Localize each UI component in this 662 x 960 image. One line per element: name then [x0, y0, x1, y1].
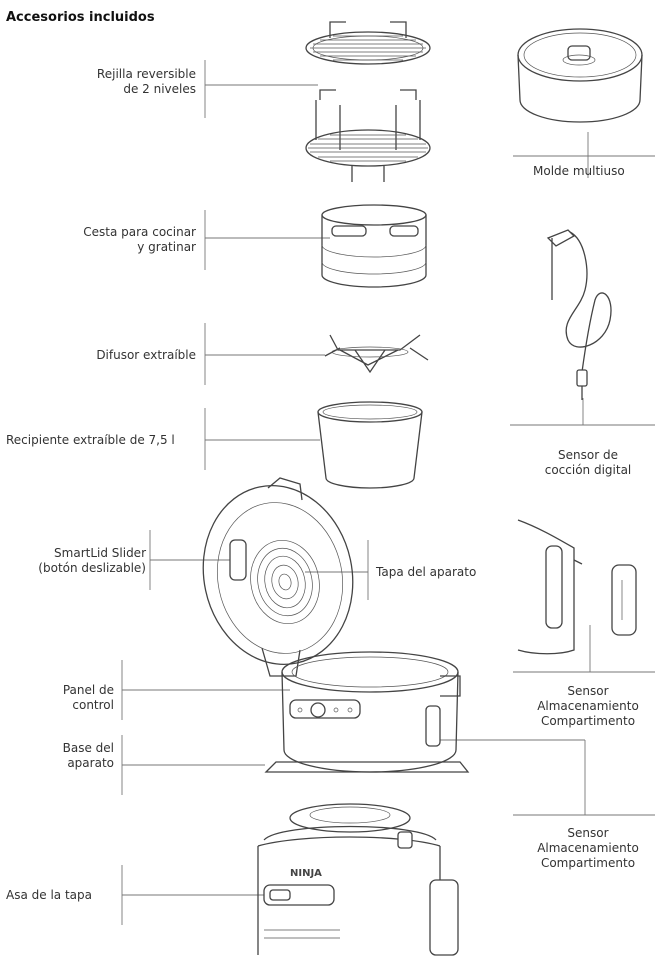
label-lid: Tapa del aparato — [376, 565, 477, 579]
section-title: Accesorios incluidos — [6, 10, 155, 25]
label-smartlid-slider: SmartLid Slider (botón deslizable) — [38, 546, 146, 575]
appliance-open-lid-illustration — [202, 477, 470, 773]
label-basket: Cesta para cocinar y gratinar — [83, 225, 196, 254]
label-control-panel: Panel de control — [62, 683, 114, 712]
reversible-rack-illustration — [305, 21, 431, 182]
label-removable-pot: Recipiente extraíble de 7,5 l — [6, 433, 175, 447]
label-reversible-rack: Rejilla reversible de 2 niveles — [96, 67, 196, 96]
storage-compartment-detail-illustration — [517, 519, 637, 655]
label-digital-probe: Sensor de cocción digital — [544, 448, 632, 477]
label-base: Base del aparato — [62, 741, 114, 770]
appliance-closed-illustration — [257, 803, 459, 956]
brand-logo: NINJA — [290, 868, 322, 879]
label-diffuser: Difusor extraíble — [96, 348, 196, 362]
diffuser-illustration — [324, 334, 429, 374]
label-storage-compartment-2: Sensor Almacenamiento Compartimento — [537, 826, 639, 870]
cook-crisp-basket-illustration — [321, 204, 427, 288]
multipurpose-pan-illustration — [517, 28, 643, 123]
label-storage-compartment-1: Sensor Almacenamiento Compartimento — [537, 684, 639, 728]
label-multipurpose-pan: Molde multiuso — [533, 164, 625, 178]
removable-pot-illustration — [317, 401, 423, 489]
digital-probe-illustration — [546, 229, 612, 400]
label-lid-handle: Asa de la tapa — [6, 888, 92, 902]
leader-lines — [121, 60, 655, 925]
